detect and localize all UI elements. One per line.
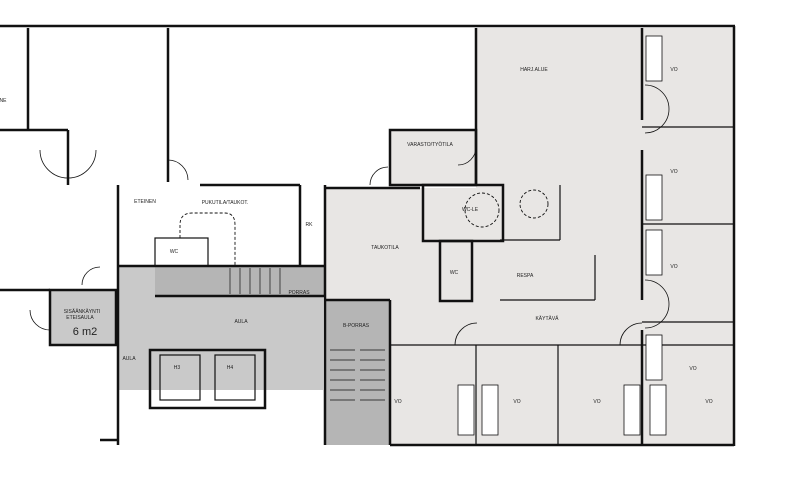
room-label-vo: VO (513, 399, 520, 405)
room-area: 6 m2 (73, 326, 97, 338)
room-label-taukotila: TAUKOTILA (371, 245, 399, 251)
room-label-eteinen: ETEINEN (134, 199, 156, 205)
room-label-respa: RESPA (517, 273, 534, 279)
room-label-vo: VO (705, 399, 712, 405)
walls (0, 24, 736, 447)
room-label-vo: VO (689, 366, 696, 372)
room-label-wc: WC (170, 249, 179, 255)
room-label-rk: RK (306, 222, 314, 228)
room-label-pukutila: PUKUTILA/TAUKOT. (202, 200, 249, 206)
room-label-harj-alue: HARJ.ALUE (520, 67, 548, 73)
room-label-aula: AULA (234, 319, 248, 325)
doors (29, 84, 670, 346)
room-label-aula-2: AULA (122, 356, 136, 362)
elevator-label-h3: H3 (174, 365, 181, 371)
room-label-vo: VO (670, 169, 677, 175)
room-label-kaytava: KÄYTÄVÄ (535, 315, 559, 322)
stairs (229, 268, 385, 401)
room-label-sisaankaynti: SISÄÄNKÄYNTI (64, 308, 100, 315)
room-label-porras: PORRAS (288, 290, 310, 296)
room-label-eteisaula: ETEISAULA (66, 315, 94, 321)
room-label-b-porras: B-PORRAS (343, 323, 370, 329)
room-label-vo: VO (670, 67, 677, 73)
room-label-vo: VO (670, 264, 677, 270)
room-label-wc-le: WC-LE (462, 207, 479, 213)
elevator-label-h4: H4 (227, 365, 234, 371)
room-label-varasto: VARASTO/TYÖTILA (407, 141, 453, 148)
room-label-wc-2: WC (450, 270, 459, 276)
beds (457, 35, 667, 436)
room-label-vo: VO (593, 399, 600, 405)
shaded-areas (50, 28, 733, 445)
room-label-ne: NE (0, 98, 7, 104)
room-label-vo: VO (394, 399, 401, 405)
room-labels: NE ETEINEN PUKUTILA/TAUKOT. WC RK PORRAS… (0, 67, 713, 405)
